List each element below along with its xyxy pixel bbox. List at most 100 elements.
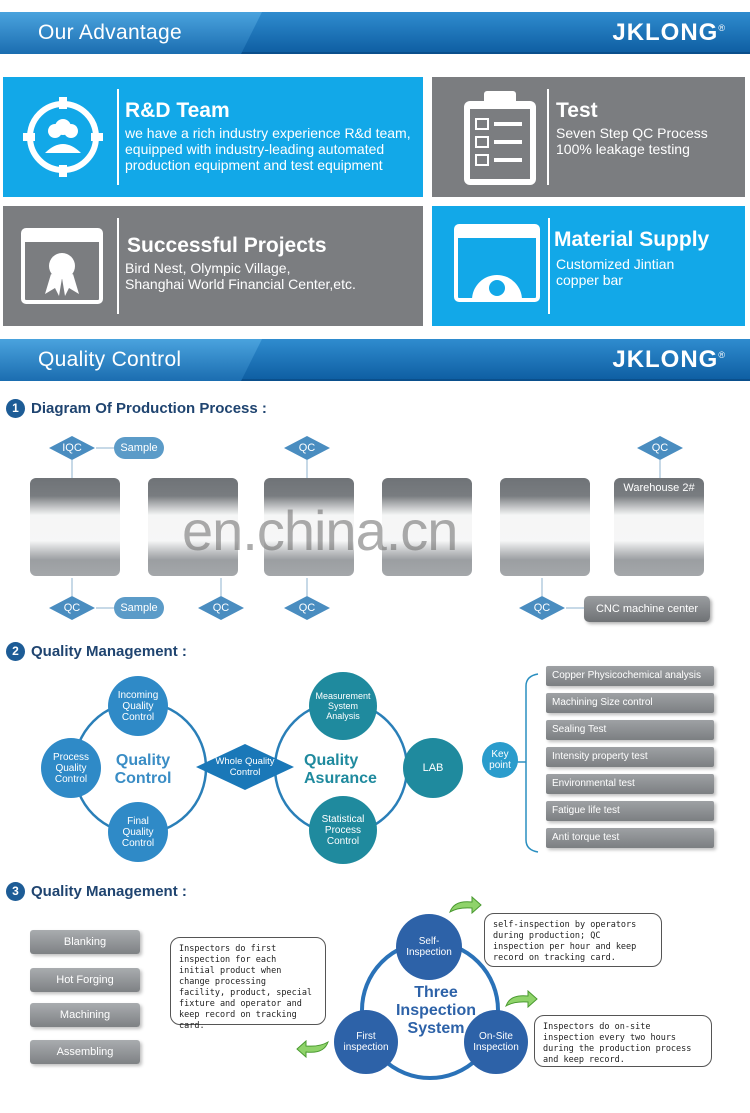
watermark-band — [0, 496, 750, 560]
inspection-line: inspection — [343, 1042, 389, 1053]
qm-line: Quality — [304, 752, 359, 769]
qm-line: Control — [326, 835, 360, 847]
section-3-heading: 3 Quality Management : — [6, 882, 187, 901]
section-number: 3 — [6, 882, 25, 901]
step-assembling: Assembling — [30, 1040, 140, 1064]
rd-text: we have a rich industry experience R&d t… — [125, 125, 411, 173]
key-item: Environmental test — [546, 774, 714, 794]
material-text: Customized Jintian copper bar — [556, 256, 674, 288]
key-item: Fatigue life test — [546, 801, 714, 821]
step-machining: Machining — [30, 1003, 140, 1027]
inspection-line: First — [356, 1031, 376, 1042]
inspection-line: Three — [414, 984, 458, 1001]
section-number: 1 — [6, 399, 25, 418]
cnc-box: CNC machine center — [584, 596, 710, 622]
qm-line: Measurement — [315, 691, 371, 701]
qm-line: Final — [127, 815, 149, 827]
qm-line: Incoming — [117, 689, 159, 701]
rd-line: we have a rich industry experience R&d t… — [125, 125, 411, 141]
qm-line: Statistical — [321, 813, 365, 825]
qm-line: Process — [324, 824, 362, 836]
advantage-banner: Our Advantage JKLONG® — [0, 12, 750, 54]
quality-banner: Quality Control JKLONG® — [0, 339, 750, 381]
key-item: Intensity property test — [546, 747, 714, 767]
qm-line: Analysis — [326, 711, 360, 721]
tile-test: Test Seven Step QC Process 100% leakage … — [432, 77, 745, 197]
logo-text: JKLONG — [612, 19, 719, 46]
green-arrow-icon — [296, 1040, 329, 1058]
self-inspection-circle: Self-Inspection — [396, 914, 462, 980]
inspection-line: On-Site — [479, 1031, 513, 1042]
section-1-heading: 1 Diagram Of Production Process : — [6, 399, 267, 418]
projects-line: Shanghai World Financial Center,etc. — [125, 276, 356, 292]
tile-divider — [117, 89, 119, 185]
test-title: Test — [556, 99, 598, 122]
tile-divider — [548, 218, 550, 314]
projects-line: Bird Nest, Olympic Village, — [125, 260, 291, 276]
sample-oval-bottom: Sample — [114, 597, 164, 619]
key-item: Machining Size control — [546, 693, 714, 713]
sample-oval-top: Sample — [114, 437, 164, 459]
qm-line: Process — [52, 751, 90, 763]
banner-tab — [0, 12, 262, 54]
qm-line: Quality — [122, 700, 154, 712]
inspection-line: Inspection — [395, 1002, 476, 1019]
brand-logo: JKLONG® — [612, 346, 726, 374]
key-item: Anti torque test — [546, 828, 714, 848]
test-line: Seven Step QC Process — [556, 125, 708, 141]
green-arrow-icon — [505, 990, 538, 1008]
qm-line: Control — [121, 837, 155, 849]
banner-tab — [0, 339, 262, 381]
qm-line: Key — [491, 749, 509, 760]
qm-line: Whole Quality — [215, 756, 275, 767]
qm-line: Control — [121, 711, 155, 723]
section-title: Quality Management : — [31, 643, 187, 660]
tile-divider — [547, 89, 549, 185]
quality-title: Quality Control — [38, 348, 182, 371]
inspection-line: System — [407, 1020, 465, 1037]
qm-line: Quality — [122, 826, 154, 838]
qm-line: Control — [229, 767, 261, 778]
section-number: 2 — [6, 642, 25, 661]
rd-line: equipped with industry-leading automated — [125, 141, 385, 157]
inspection-line: Self- — [418, 936, 440, 947]
lab-circle: LAB — [403, 738, 463, 798]
qm-line: Control — [114, 770, 172, 787]
inspection-line: Inspection — [473, 1042, 519, 1053]
test-line: 100% leakage testing — [556, 141, 690, 157]
section-title: Quality Management : — [31, 883, 187, 900]
rd-line: production equipment and test equipment — [125, 157, 383, 173]
watermark-text: en.china.cn — [182, 499, 458, 562]
qm-line: Control — [54, 773, 88, 785]
projects-title: Successful Projects — [127, 234, 327, 257]
tile-material: Material Supply Customized Jintian coppe… — [432, 206, 745, 326]
brand-logo: JKLONG® — [612, 19, 726, 47]
tile-rd-team: R&D Team we have a rich industry experie… — [3, 77, 423, 197]
step-blanking: Blanking — [30, 930, 140, 954]
section-2-heading: 2 Quality Management : — [6, 642, 187, 661]
advantage-title: Our Advantage — [38, 21, 182, 44]
process-connectors — [71, 447, 661, 609]
section-title: Diagram Of Production Process : — [31, 400, 267, 417]
onsite-inspection-note: Inspectors do on-site inspection every t… — [534, 1015, 712, 1067]
logo-reg: ® — [718, 350, 726, 360]
qm-line: point — [489, 760, 511, 771]
self-inspection-note: self-inspection by operators during prod… — [484, 913, 662, 967]
tile-projects: Successful Projects Bird Nest, Olympic V… — [3, 206, 423, 326]
green-arrow-icon — [449, 896, 482, 914]
qm-line: Quality — [115, 752, 171, 769]
inspection-line: Inspection — [406, 947, 452, 958]
tile-divider — [117, 218, 119, 314]
qm-line: Asurance — [304, 770, 377, 787]
